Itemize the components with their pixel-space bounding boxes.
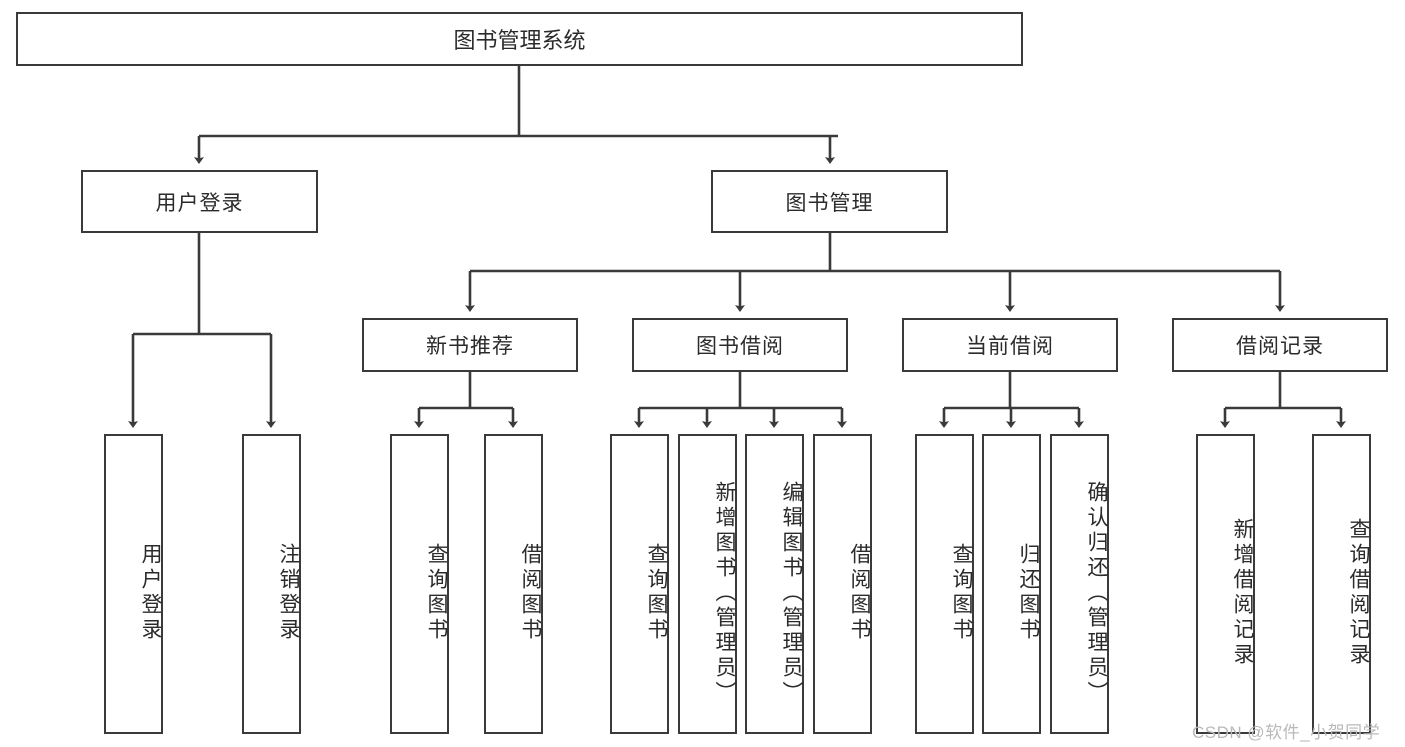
node-label: 查询借阅记录 [1347, 518, 1370, 668]
node-label: 借阅图书 [519, 543, 542, 643]
leaf-new-book-query[interactable]: 查询图书 [390, 434, 449, 734]
node-label: 图书管理 [785, 191, 874, 215]
node-new-book-recommend[interactable]: 新书推荐 [362, 318, 578, 372]
node-label: 图书借阅 [696, 335, 784, 358]
node-label: 用户登录 [139, 543, 162, 643]
leaf-book-borrow-edit[interactable]: 编辑图书（管理员） [745, 434, 804, 734]
leaf-user-login-signin[interactable]: 用户登录 [104, 434, 163, 734]
node-label: 确认归还（管理员） [1085, 480, 1108, 706]
node-label: 借阅图书 [848, 543, 871, 643]
leaf-book-borrow-query[interactable]: 查询图书 [610, 434, 669, 734]
node-label: 查询图书 [950, 543, 973, 643]
node-label: 新增图书（管理员） [713, 480, 736, 706]
node-label: 编辑图书（管理员） [780, 480, 803, 706]
leaf-borrow-record-query[interactable]: 查询借阅记录 [1312, 434, 1371, 734]
leaf-new-book-borrow[interactable]: 借阅图书 [484, 434, 543, 734]
node-label: 新增借阅记录 [1231, 518, 1254, 668]
leaf-user-login-signout[interactable]: 注销登录 [242, 434, 301, 734]
node-label: 用户登录 [155, 191, 244, 215]
node-user-login[interactable]: 用户登录 [81, 170, 318, 233]
node-current-borrow[interactable]: 当前借阅 [902, 318, 1118, 372]
node-label: 图书管理系统 [453, 28, 586, 53]
csdn-watermark: CSDN @软件_小贺同学 [1192, 723, 1381, 742]
node-label: 新书推荐 [426, 335, 514, 358]
node-label: 查询图书 [645, 543, 668, 643]
leaf-current-borrow-confirm-return[interactable]: 确认归还（管理员） [1050, 434, 1109, 734]
node-label: 当前借阅 [966, 335, 1054, 358]
node-borrow-record[interactable]: 借阅记录 [1172, 318, 1388, 372]
node-book-management[interactable]: 图书管理 [711, 170, 948, 233]
node-label: 归还图书 [1017, 543, 1040, 643]
leaf-borrow-record-add[interactable]: 新增借阅记录 [1196, 434, 1255, 734]
node-label: 借阅记录 [1236, 335, 1324, 358]
leaf-book-borrow-borrow[interactable]: 借阅图书 [813, 434, 872, 734]
node-label: 注销登录 [277, 543, 300, 643]
leaf-current-borrow-query[interactable]: 查询图书 [915, 434, 974, 734]
leaf-book-borrow-add[interactable]: 新增图书（管理员） [678, 434, 737, 734]
node-root-book-management-system[interactable]: 图书管理系统 [16, 12, 1023, 66]
node-label: 查询图书 [425, 543, 448, 643]
node-book-borrow[interactable]: 图书借阅 [632, 318, 848, 372]
leaf-current-borrow-return[interactable]: 归还图书 [982, 434, 1041, 734]
